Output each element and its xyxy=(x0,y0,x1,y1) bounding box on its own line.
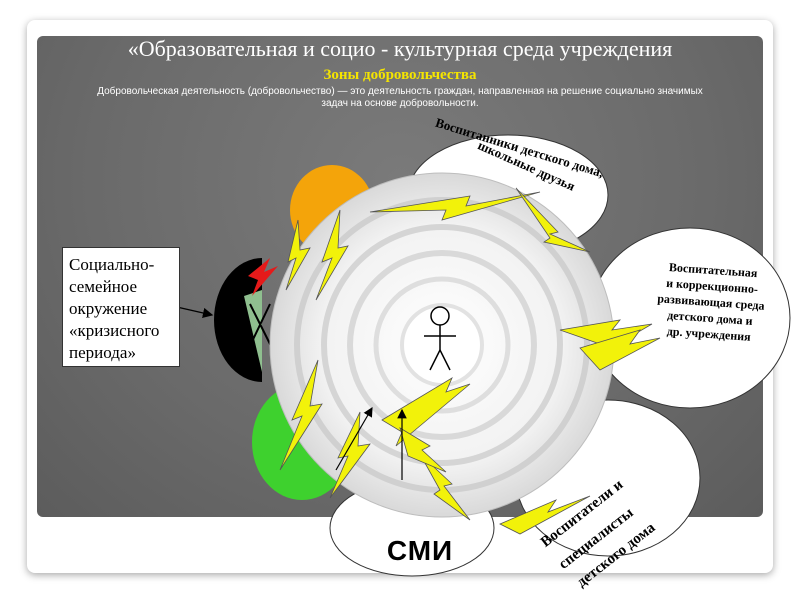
ring-inner xyxy=(402,305,482,385)
zone-bottom-label-smi: СМИ xyxy=(370,535,470,567)
central-circles xyxy=(270,173,614,517)
callout-line-1: Социально- xyxy=(69,254,173,276)
crisis-zone xyxy=(214,258,278,382)
callout-line-2: семейное xyxy=(69,276,173,298)
callout-line-5: периода» xyxy=(69,342,173,364)
crisis-callout-box: Социально- семейное окружение «кризисног… xyxy=(62,247,180,367)
callout-line-3: окружение xyxy=(69,298,173,320)
callout-line-4: «кризисного xyxy=(69,320,173,342)
zone-right-label: Воспитательная и коррекционно- развивающ… xyxy=(647,258,774,346)
